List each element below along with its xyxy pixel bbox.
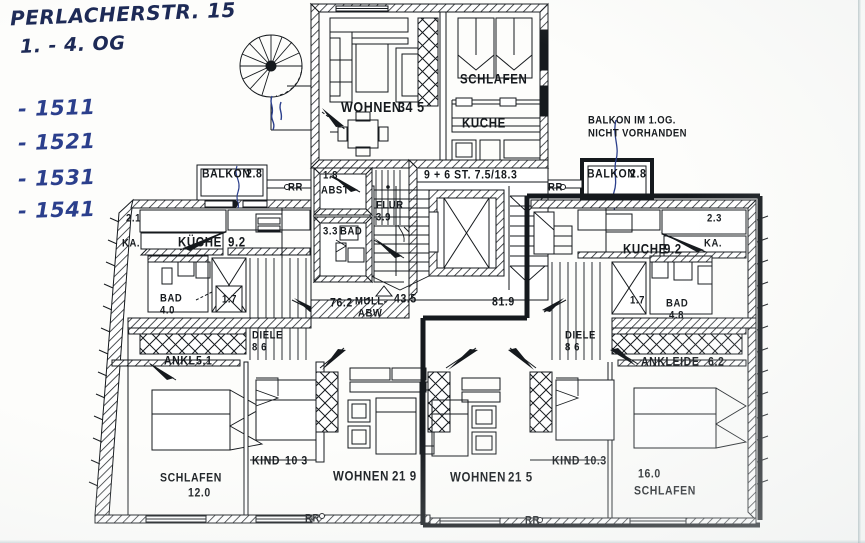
label-area-43-5: 43.5 bbox=[394, 291, 417, 306]
label-left-bad: BAD bbox=[160, 291, 183, 305]
label-right-ankleide-area: 6.2 bbox=[708, 354, 725, 369]
label-rr-top-right: RR bbox=[548, 180, 563, 194]
note-balcony-line1: BALKON IM 1.OG. bbox=[588, 114, 676, 127]
label-abst: ABST bbox=[321, 183, 350, 197]
label-left-schlafen-area: 12.0 bbox=[188, 485, 211, 500]
label-right-kuche-area: 9.2 bbox=[664, 243, 682, 258]
label-right-kind-area: 10.3 bbox=[584, 453, 607, 468]
label-mull-line1: MULL- bbox=[355, 294, 388, 308]
handwritten-unit-1521: - 1521 bbox=[17, 128, 96, 156]
label-left-ankl: ANKL bbox=[164, 353, 196, 368]
label-stair-spec: 9 + 6 ST. 7.5/18.3 bbox=[424, 167, 518, 182]
label-top-schlafen: SCHLAFEN bbox=[460, 73, 528, 88]
label-core-bad-area: 3.3 bbox=[323, 224, 339, 238]
label-right-balkon: BALKON bbox=[587, 166, 636, 181]
label-top-kuche: KUCHE bbox=[462, 117, 506, 132]
label-right-balkon-area: 2.8 bbox=[630, 166, 647, 181]
label-right-wohnen-area: 21 5 bbox=[508, 471, 533, 486]
label-area-81-9: 81.9 bbox=[492, 294, 515, 309]
handwritten-unit-1531: - 1531 bbox=[17, 164, 96, 192]
label-left-diele: DIELE bbox=[252, 328, 283, 342]
label-right-bad-area: 4.8 bbox=[669, 308, 685, 322]
label-left-bad-area: 4.0 bbox=[160, 303, 176, 317]
label-core-bad: BAD bbox=[340, 224, 363, 238]
label-left-balkon: BALKON bbox=[202, 166, 251, 181]
handwritten-floors: 1. - 4. OG bbox=[19, 32, 126, 58]
label-top-wohnen: WOHNEN bbox=[341, 98, 402, 116]
label-left-closet-area: 2.1 bbox=[126, 211, 142, 225]
label-left-kind: KIND bbox=[252, 453, 281, 468]
label-rr-bottom-left: RR bbox=[305, 511, 320, 525]
label-right-ankleide: ANKLEIDE bbox=[641, 354, 700, 369]
label-left-ankl-area: 5.1 bbox=[196, 353, 213, 368]
label-mull-line2: ABW bbox=[358, 306, 383, 320]
label-rr-bottom-right: RR bbox=[525, 513, 540, 527]
scan-edge-bottom bbox=[0, 540, 865, 543]
label-right-kind: KIND bbox=[552, 453, 581, 468]
label-left-kind-area: 10 3 bbox=[285, 453, 308, 468]
label-flur: FLUR bbox=[376, 198, 404, 212]
label-right-schlafen-area: 16.0 bbox=[638, 466, 661, 481]
label-right-diele: DIELE bbox=[565, 328, 596, 342]
handwritten-unit-1511: - 1511 bbox=[17, 94, 96, 122]
label-rr-top-left: RR bbox=[288, 180, 303, 194]
label-top-wohnen-area: 34 5 bbox=[398, 98, 425, 116]
label-area-76-2: 76.2 bbox=[330, 295, 353, 310]
label-right-bad: BAD bbox=[666, 296, 689, 310]
scan-edge-right bbox=[858, 0, 861, 543]
label-left-wohnen-area: 21 9 bbox=[392, 470, 417, 485]
label-right-ka: KA. bbox=[704, 236, 723, 250]
label-left-hall-area: 1.7 bbox=[222, 292, 238, 306]
label-right-kuche: KUCHE bbox=[623, 243, 667, 258]
label-left-ka: KA. bbox=[122, 236, 141, 250]
label-right-wohnen: WOHNEN bbox=[450, 471, 506, 486]
label-abst-area: 1.8 bbox=[323, 168, 339, 182]
label-right-hall-area: 1.7 bbox=[630, 293, 646, 307]
label-right-diele-area: 8 6 bbox=[565, 340, 581, 354]
label-left-kuche-area: 9.2 bbox=[228, 236, 246, 251]
note-balcony-line2: NICHT VORHANDEN bbox=[588, 127, 687, 140]
label-left-schlafen: SCHLAFEN bbox=[160, 470, 222, 485]
label-left-diele-area: 8 6 bbox=[252, 340, 268, 354]
label-left-kuche: KÜCHE bbox=[178, 236, 222, 251]
label-flur-area: 3.9 bbox=[376, 210, 392, 224]
label-left-balkon-area: 2.8 bbox=[246, 166, 263, 181]
label-right-closet-area: 2.3 bbox=[707, 211, 723, 225]
handwritten-unit-1541: - 1541 bbox=[17, 196, 96, 224]
label-left-wohnen: WOHNEN bbox=[333, 470, 389, 485]
label-right-schlafen: SCHLAFEN bbox=[634, 483, 696, 498]
